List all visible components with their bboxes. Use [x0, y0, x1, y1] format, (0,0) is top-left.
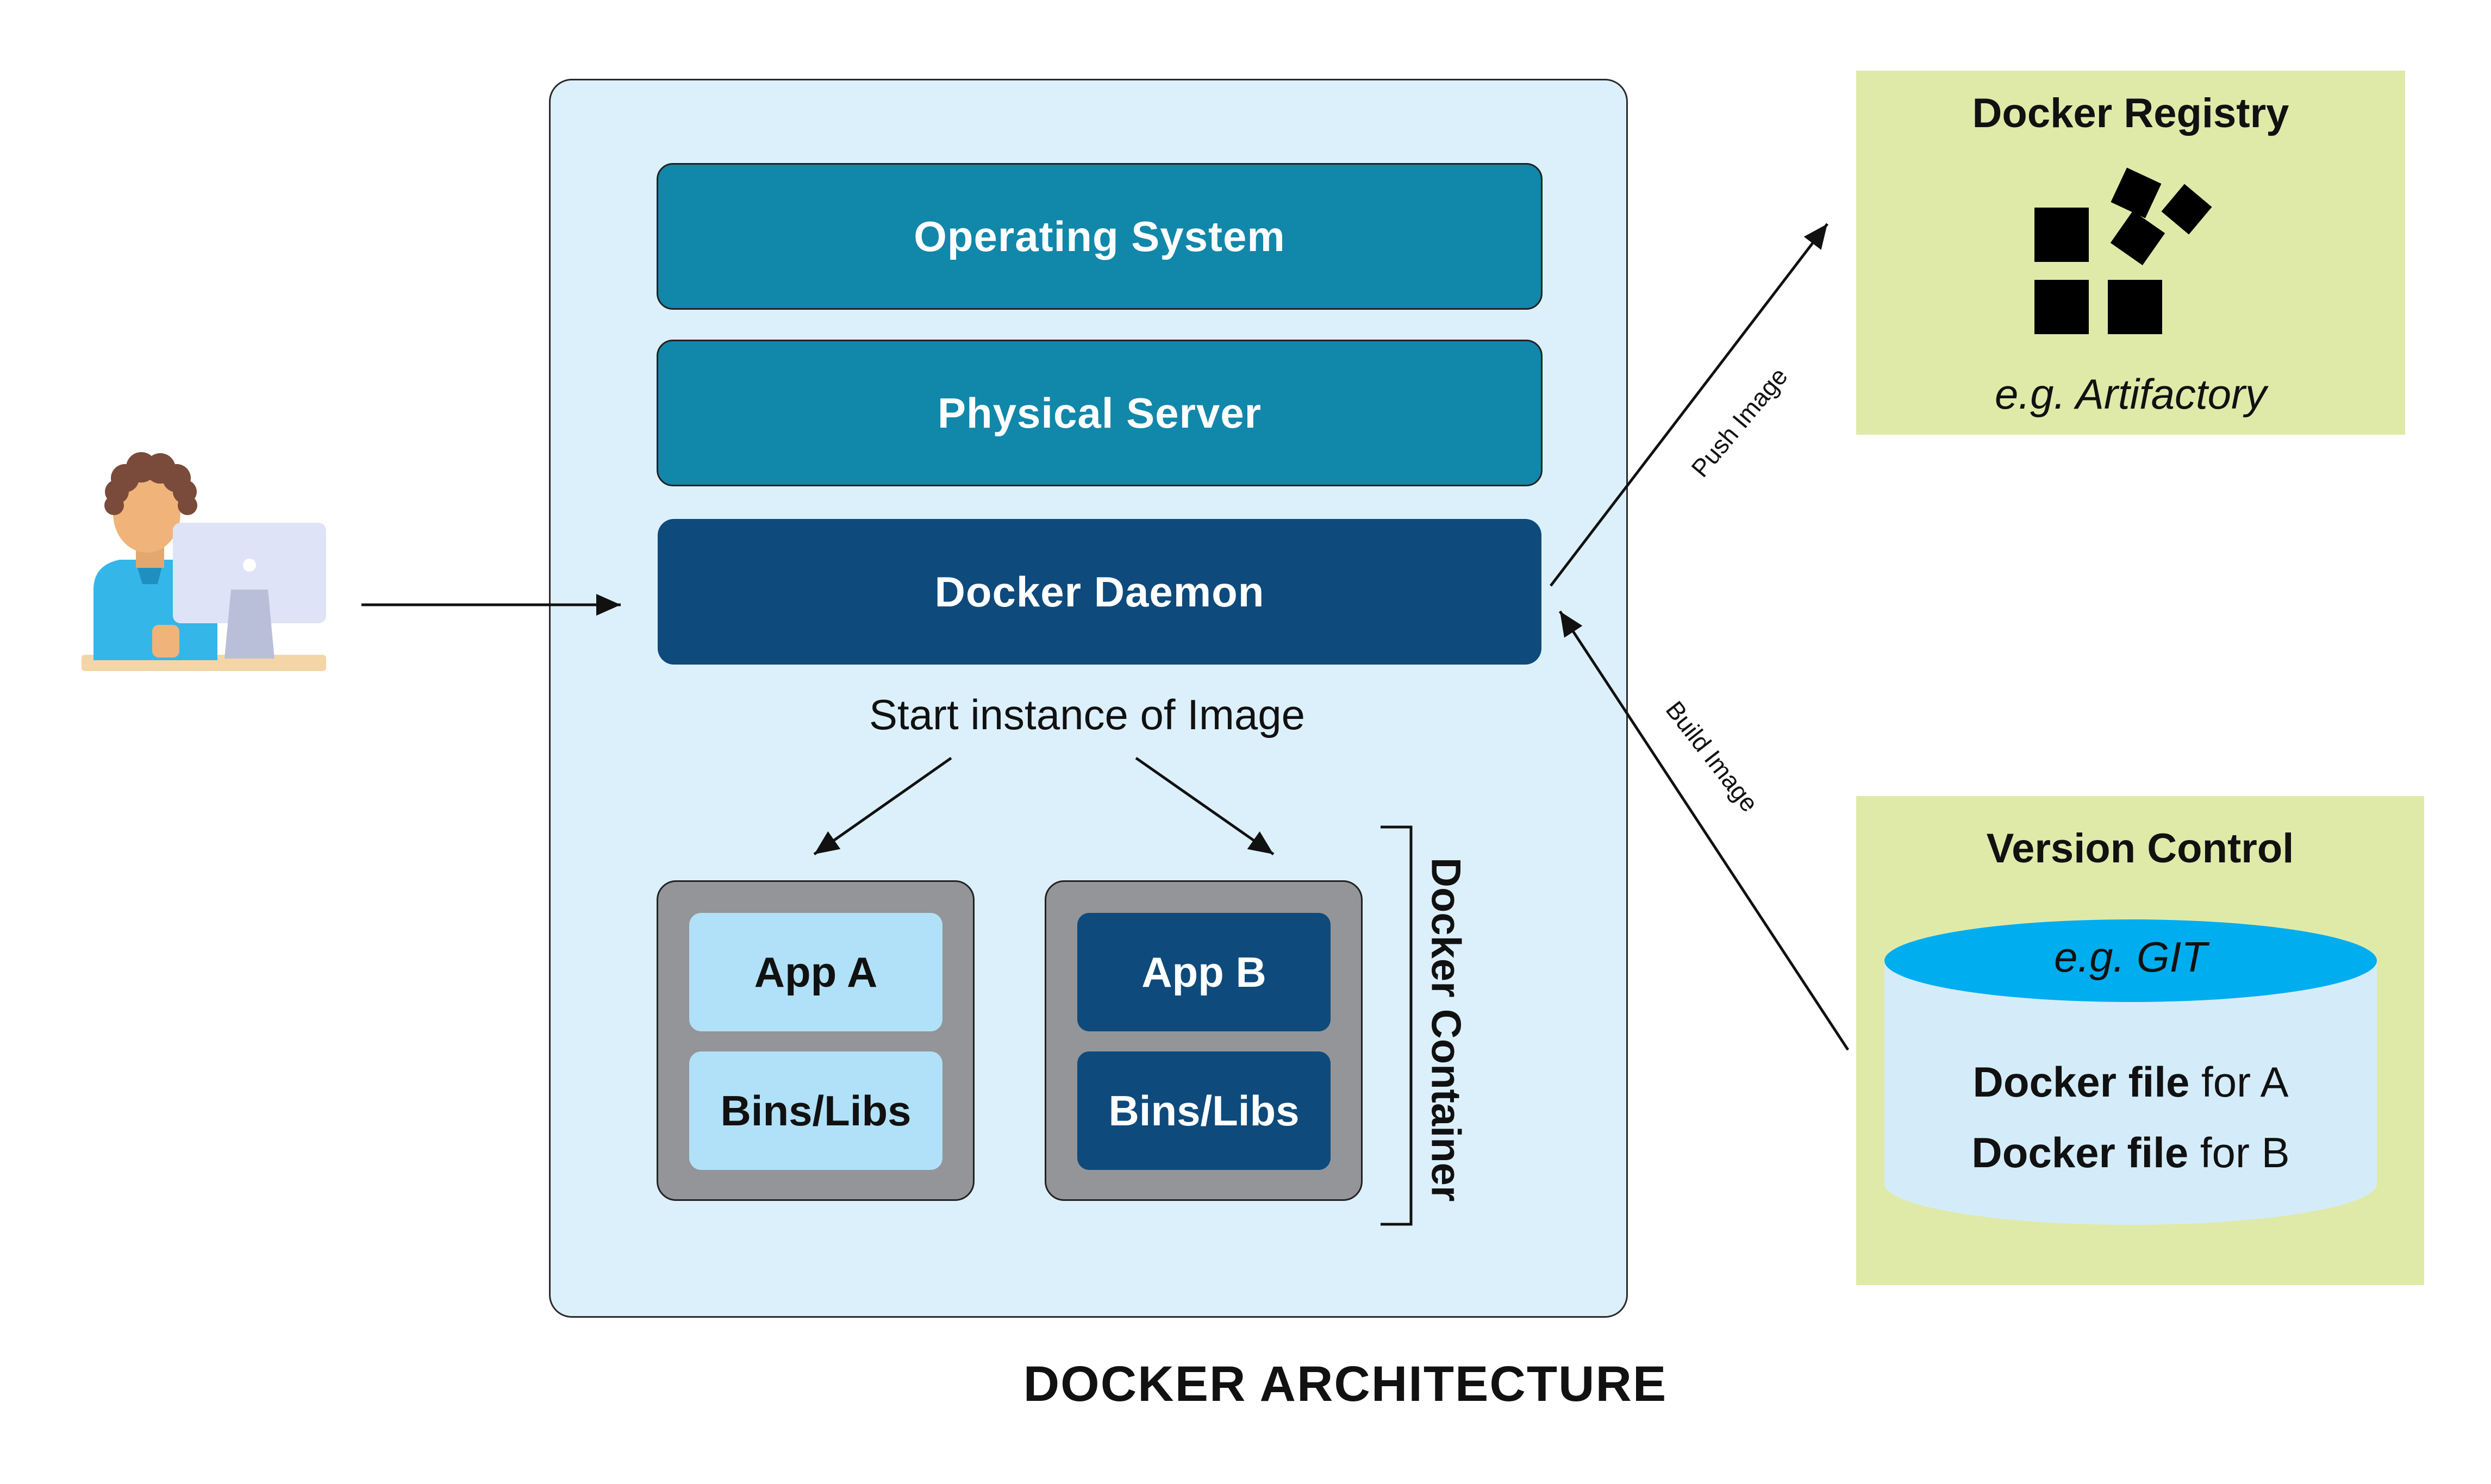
start-instance-label: Start instance of Image — [869, 691, 1306, 738]
operating-system-label: Operating System — [914, 212, 1285, 260]
docker-daemon-layer: Docker Daemon — [658, 519, 1541, 665]
bins-libs-b-label: Bins/Libs — [1108, 1086, 1300, 1135]
docker-file-a-bold: Docker file — [1973, 1058, 2190, 1106]
docker-container-label: Docker Container — [1422, 857, 1469, 1202]
diagram-title: DOCKER ARCHITECTURE — [1023, 1356, 1668, 1412]
version-control-title: Version Control — [1986, 825, 2294, 872]
app-b-box: App B — [1077, 913, 1331, 1031]
physical-server-label: Physical Server — [937, 389, 1262, 437]
app-a-label: App A — [754, 948, 878, 996]
app-a-box: App A — [689, 913, 942, 1031]
boxes-icon — [2034, 167, 2212, 334]
docker-daemon-label: Docker Daemon — [934, 567, 1265, 616]
docker-registry-title: Docker Registry — [1972, 90, 2289, 136]
build-image-arrow — [1558, 610, 1850, 1051]
docker-container-bracket — [1381, 825, 1413, 1226]
docker-file-a-rest: for A — [2189, 1058, 2288, 1106]
docker-file-b-rest: for B — [2188, 1129, 2289, 1176]
start-to-container-a-arrow — [813, 756, 952, 856]
user-at-computer-icon — [82, 452, 326, 671]
physical-server-layer: Physical Server — [657, 340, 1543, 486]
push-image-arrow — [1550, 223, 1828, 587]
database-icon — [1884, 919, 2377, 1225]
bins-libs-a-box: Bins/Libs — [689, 1051, 942, 1170]
bins-libs-b-box: Bins/Libs — [1077, 1051, 1331, 1170]
start-to-container-b-arrow — [1135, 756, 1275, 856]
docker-file-b-bold: Docker file — [1971, 1129, 2188, 1176]
bins-libs-a-label: Bins/Libs — [720, 1086, 912, 1135]
docker-file-b: Docker file for B — [1971, 1129, 2289, 1176]
docker-file-a: Docker file for A — [1973, 1058, 2289, 1106]
docker-registry-example: e.g. Artifactory — [1995, 370, 2267, 418]
version-control-example: e.g. GIT — [2054, 933, 2210, 981]
operating-system-layer: Operating System — [657, 163, 1543, 310]
app-b-label: App B — [1141, 948, 1266, 996]
